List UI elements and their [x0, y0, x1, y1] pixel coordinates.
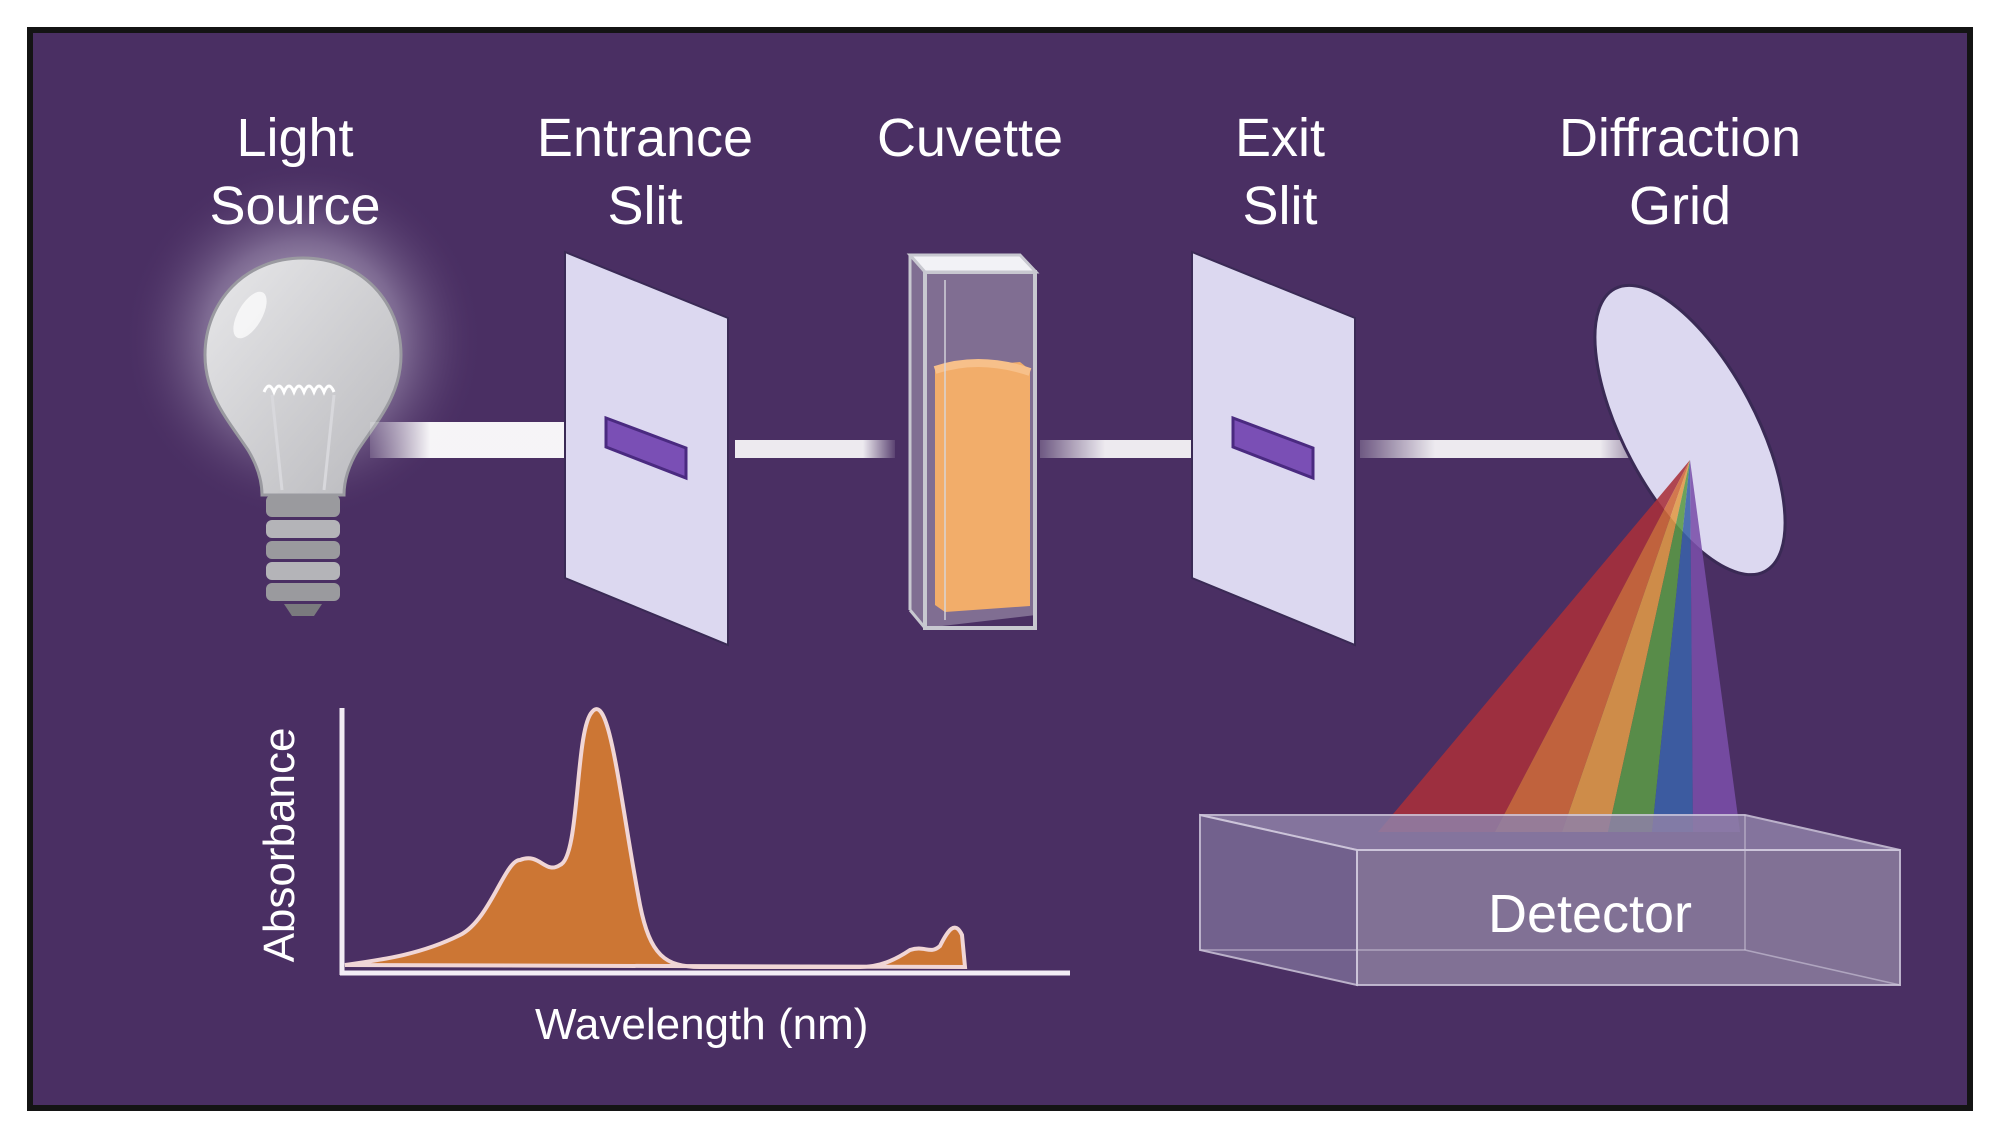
absorbance-spectrum-plot — [339, 707, 1070, 976]
spectrum-y-axis-label: Absorbance — [255, 727, 304, 963]
spectrum-band — [1495, 460, 1690, 832]
cuvette-icon — [906, 253, 1040, 630]
beam-entrance-to-cuvette — [735, 440, 895, 458]
label-light-source-line1: Light — [236, 108, 354, 168]
label-detector: Detector — [1487, 884, 1693, 944]
spectrum-band — [1652, 460, 1693, 832]
label-entrance-slit-line2: Slit — [607, 176, 683, 236]
spectrum-band — [1378, 460, 1690, 832]
label-exit-slit-line2: Slit — [1242, 176, 1318, 236]
spectrum-band — [1608, 460, 1690, 832]
label-cuvette: Cuvette — [840, 104, 1100, 172]
label-exit-slit-line1: Exit — [1234, 108, 1326, 168]
exit-slit-opening — [1231, 415, 1315, 481]
entrance-slit-opening — [604, 415, 688, 481]
label-entrance-slit: Entrance Slit — [500, 104, 790, 240]
dispersed-spectrum-fan — [1378, 460, 1740, 832]
spectrum-band — [1562, 460, 1690, 832]
detector-box — [1199, 813, 1901, 987]
label-diffraction-grid: Diffraction Grid — [1520, 104, 1840, 240]
entrance-slit-panel — [564, 250, 729, 647]
beam-exit-to-grid — [1360, 440, 1660, 458]
label-light-source: Light Source — [170, 104, 420, 240]
label-exit-slit: Exit Slit — [1180, 104, 1380, 240]
absorbance-curve — [344, 707, 968, 970]
exit-slit-panel — [1191, 250, 1356, 647]
diffraction-grid-disc — [1593, 283, 1787, 577]
label-light-source-line2: Source — [209, 176, 381, 236]
label-cuvette-line1: Cuvette — [876, 108, 1064, 168]
spectrum-x-axis-label: Wavelength (nm) — [535, 1000, 869, 1049]
label-diffraction-grid-line1: Diffraction — [1558, 108, 1802, 168]
label-diffraction-grid-line2: Grid — [1628, 176, 1731, 236]
label-entrance-slit-line1: Entrance — [536, 108, 754, 168]
spectrum-band — [1690, 460, 1740, 832]
